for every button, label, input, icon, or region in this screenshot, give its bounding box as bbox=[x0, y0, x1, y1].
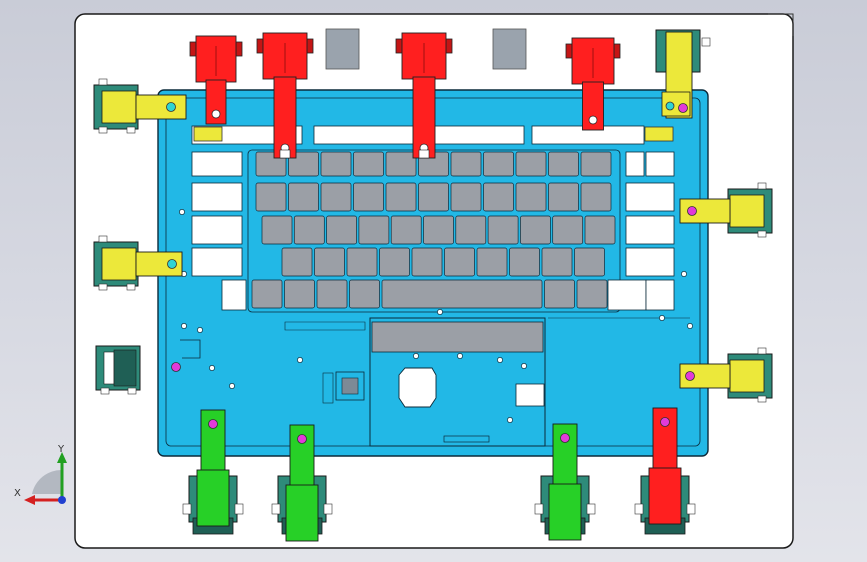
key bbox=[576, 279, 608, 309]
key bbox=[385, 151, 417, 177]
bottom-clamps bbox=[182, 407, 696, 542]
key bbox=[349, 279, 380, 309]
key bbox=[379, 247, 410, 277]
key bbox=[320, 182, 352, 212]
key bbox=[281, 247, 313, 277]
left-stop-block[interactable] bbox=[95, 345, 141, 395]
triad-y-label: Y bbox=[57, 444, 65, 455]
key bbox=[418, 182, 449, 212]
bottom-clamp[interactable] bbox=[634, 407, 696, 535]
bottom-clamp[interactable] bbox=[182, 409, 244, 535]
key bbox=[423, 215, 454, 245]
key bbox=[520, 215, 551, 245]
key bbox=[293, 215, 325, 245]
side-clamp-left[interactable] bbox=[93, 78, 187, 134]
triad-x-label: X bbox=[14, 488, 21, 499]
key bbox=[483, 151, 514, 177]
top-clamp[interactable] bbox=[395, 32, 453, 159]
key bbox=[255, 182, 287, 212]
key bbox=[450, 151, 482, 177]
side-clamp-top-right[interactable] bbox=[655, 29, 711, 119]
key bbox=[284, 279, 315, 309]
key bbox=[314, 247, 345, 277]
key bbox=[450, 182, 482, 212]
key bbox=[320, 151, 352, 177]
side-yellow-clamps bbox=[93, 29, 773, 403]
key bbox=[548, 182, 579, 212]
screw-holes bbox=[179, 209, 693, 423]
key bbox=[487, 215, 519, 245]
key bbox=[455, 215, 487, 245]
locator-pin-left[interactable] bbox=[171, 362, 181, 372]
side-clamp-right[interactable] bbox=[679, 347, 773, 403]
coordinate-triad: Y X bbox=[14, 444, 67, 505]
key bbox=[358, 215, 390, 245]
key bbox=[251, 279, 283, 309]
key bbox=[552, 215, 584, 245]
keyboard-keys bbox=[251, 151, 616, 309]
key bbox=[288, 182, 319, 212]
key bbox=[544, 279, 575, 309]
bottom-clamp[interactable] bbox=[271, 424, 333, 542]
top-block-right[interactable] bbox=[492, 28, 527, 70]
key bbox=[346, 247, 378, 277]
key bbox=[580, 182, 612, 212]
spacebar-key bbox=[381, 279, 543, 309]
key bbox=[584, 215, 616, 245]
key bbox=[476, 247, 508, 277]
key bbox=[326, 215, 357, 245]
key bbox=[316, 279, 348, 309]
key bbox=[580, 151, 612, 177]
key bbox=[548, 151, 579, 177]
key bbox=[261, 215, 293, 245]
top-clamp[interactable] bbox=[189, 35, 243, 125]
top-clamp[interactable] bbox=[256, 32, 314, 159]
key bbox=[411, 247, 443, 277]
key bbox=[515, 182, 547, 212]
top-red-clamps bbox=[189, 32, 621, 159]
top-block-left[interactable] bbox=[325, 28, 360, 70]
key bbox=[509, 247, 540, 277]
key bbox=[353, 151, 384, 177]
side-openings bbox=[191, 151, 675, 311]
key bbox=[353, 182, 384, 212]
key bbox=[541, 247, 573, 277]
side-clamp-left[interactable] bbox=[93, 235, 183, 291]
bottom-clamp[interactable] bbox=[534, 423, 596, 541]
top-clamp[interactable] bbox=[565, 37, 621, 131]
keyboard-top-case[interactable] bbox=[157, 89, 709, 457]
key bbox=[444, 247, 475, 277]
key bbox=[574, 247, 605, 277]
key bbox=[390, 215, 422, 245]
key bbox=[385, 182, 417, 212]
key bbox=[515, 151, 547, 177]
side-clamp-right[interactable] bbox=[679, 182, 773, 238]
key bbox=[483, 182, 514, 212]
